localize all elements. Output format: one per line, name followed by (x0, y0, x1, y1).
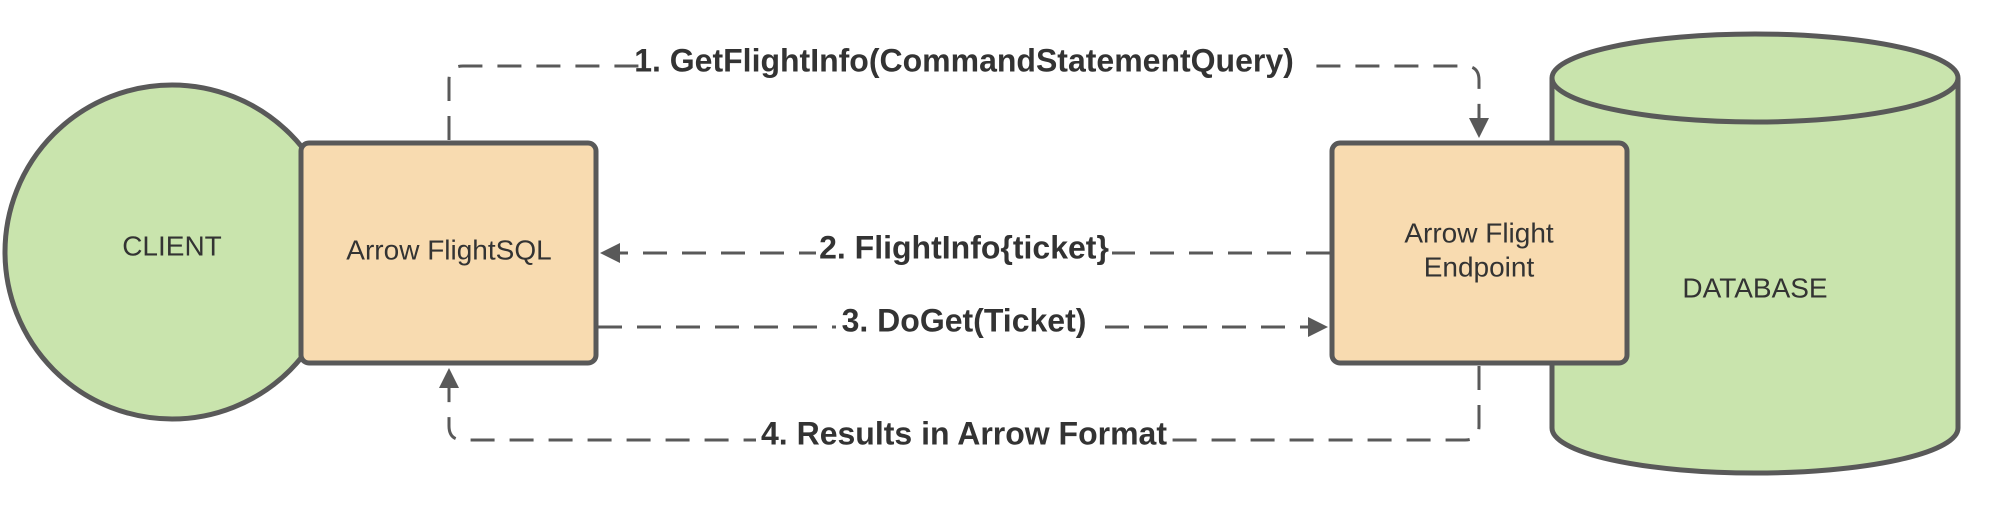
edge-4-label: 4. Results in Arrow Format (761, 415, 1167, 451)
client-label: CLIENT (122, 230, 222, 261)
edge-4: 4. Results in Arrow Format (439, 366, 1481, 459)
edge-2-label-bg (816, 231, 1112, 273)
edge-2: 2. FlightInfo{ticket} (600, 229, 1330, 273)
endpoint-box (1329, 140, 1630, 366)
endpoint-label-line2: Endpoint (1424, 251, 1535, 282)
edge-1-label-bg (648, 44, 1312, 86)
database-cylinder-top (1549, 31, 1961, 125)
flightsql-node: Arrow FlightSQL (298, 140, 599, 366)
flightsql-box (298, 140, 599, 366)
database-label: DATABASE (1682, 272, 1827, 303)
edge-3-label-bg (836, 304, 1092, 346)
endpoint-label-line1: Arrow Flight (1404, 217, 1554, 248)
edge-1: 1. GetFlightInfo(CommandStatementQuery) (447, 42, 1489, 140)
edge-3-label: 3. DoGet(Ticket) (842, 302, 1087, 338)
endpoint-node: Arrow Flight Endpoint (1329, 140, 1630, 366)
edge-1-line (447, 64, 1489, 140)
edge-4-label-bg (756, 417, 1172, 459)
database-node: DATABASE (1549, 31, 1961, 476)
edge-1-label: 1. GetFlightInfo(CommandStatementQuery) (634, 42, 1294, 78)
flightsql-label: Arrow FlightSQL (346, 234, 551, 265)
edge-3: 3. DoGet(Ticket) (598, 302, 1328, 346)
client-node: CLIENT (2, 82, 342, 422)
edge-4-line (439, 366, 1481, 442)
database-cylinder-body (1549, 78, 1961, 476)
edge-2-label: 2. FlightInfo{ticket} (819, 229, 1109, 265)
